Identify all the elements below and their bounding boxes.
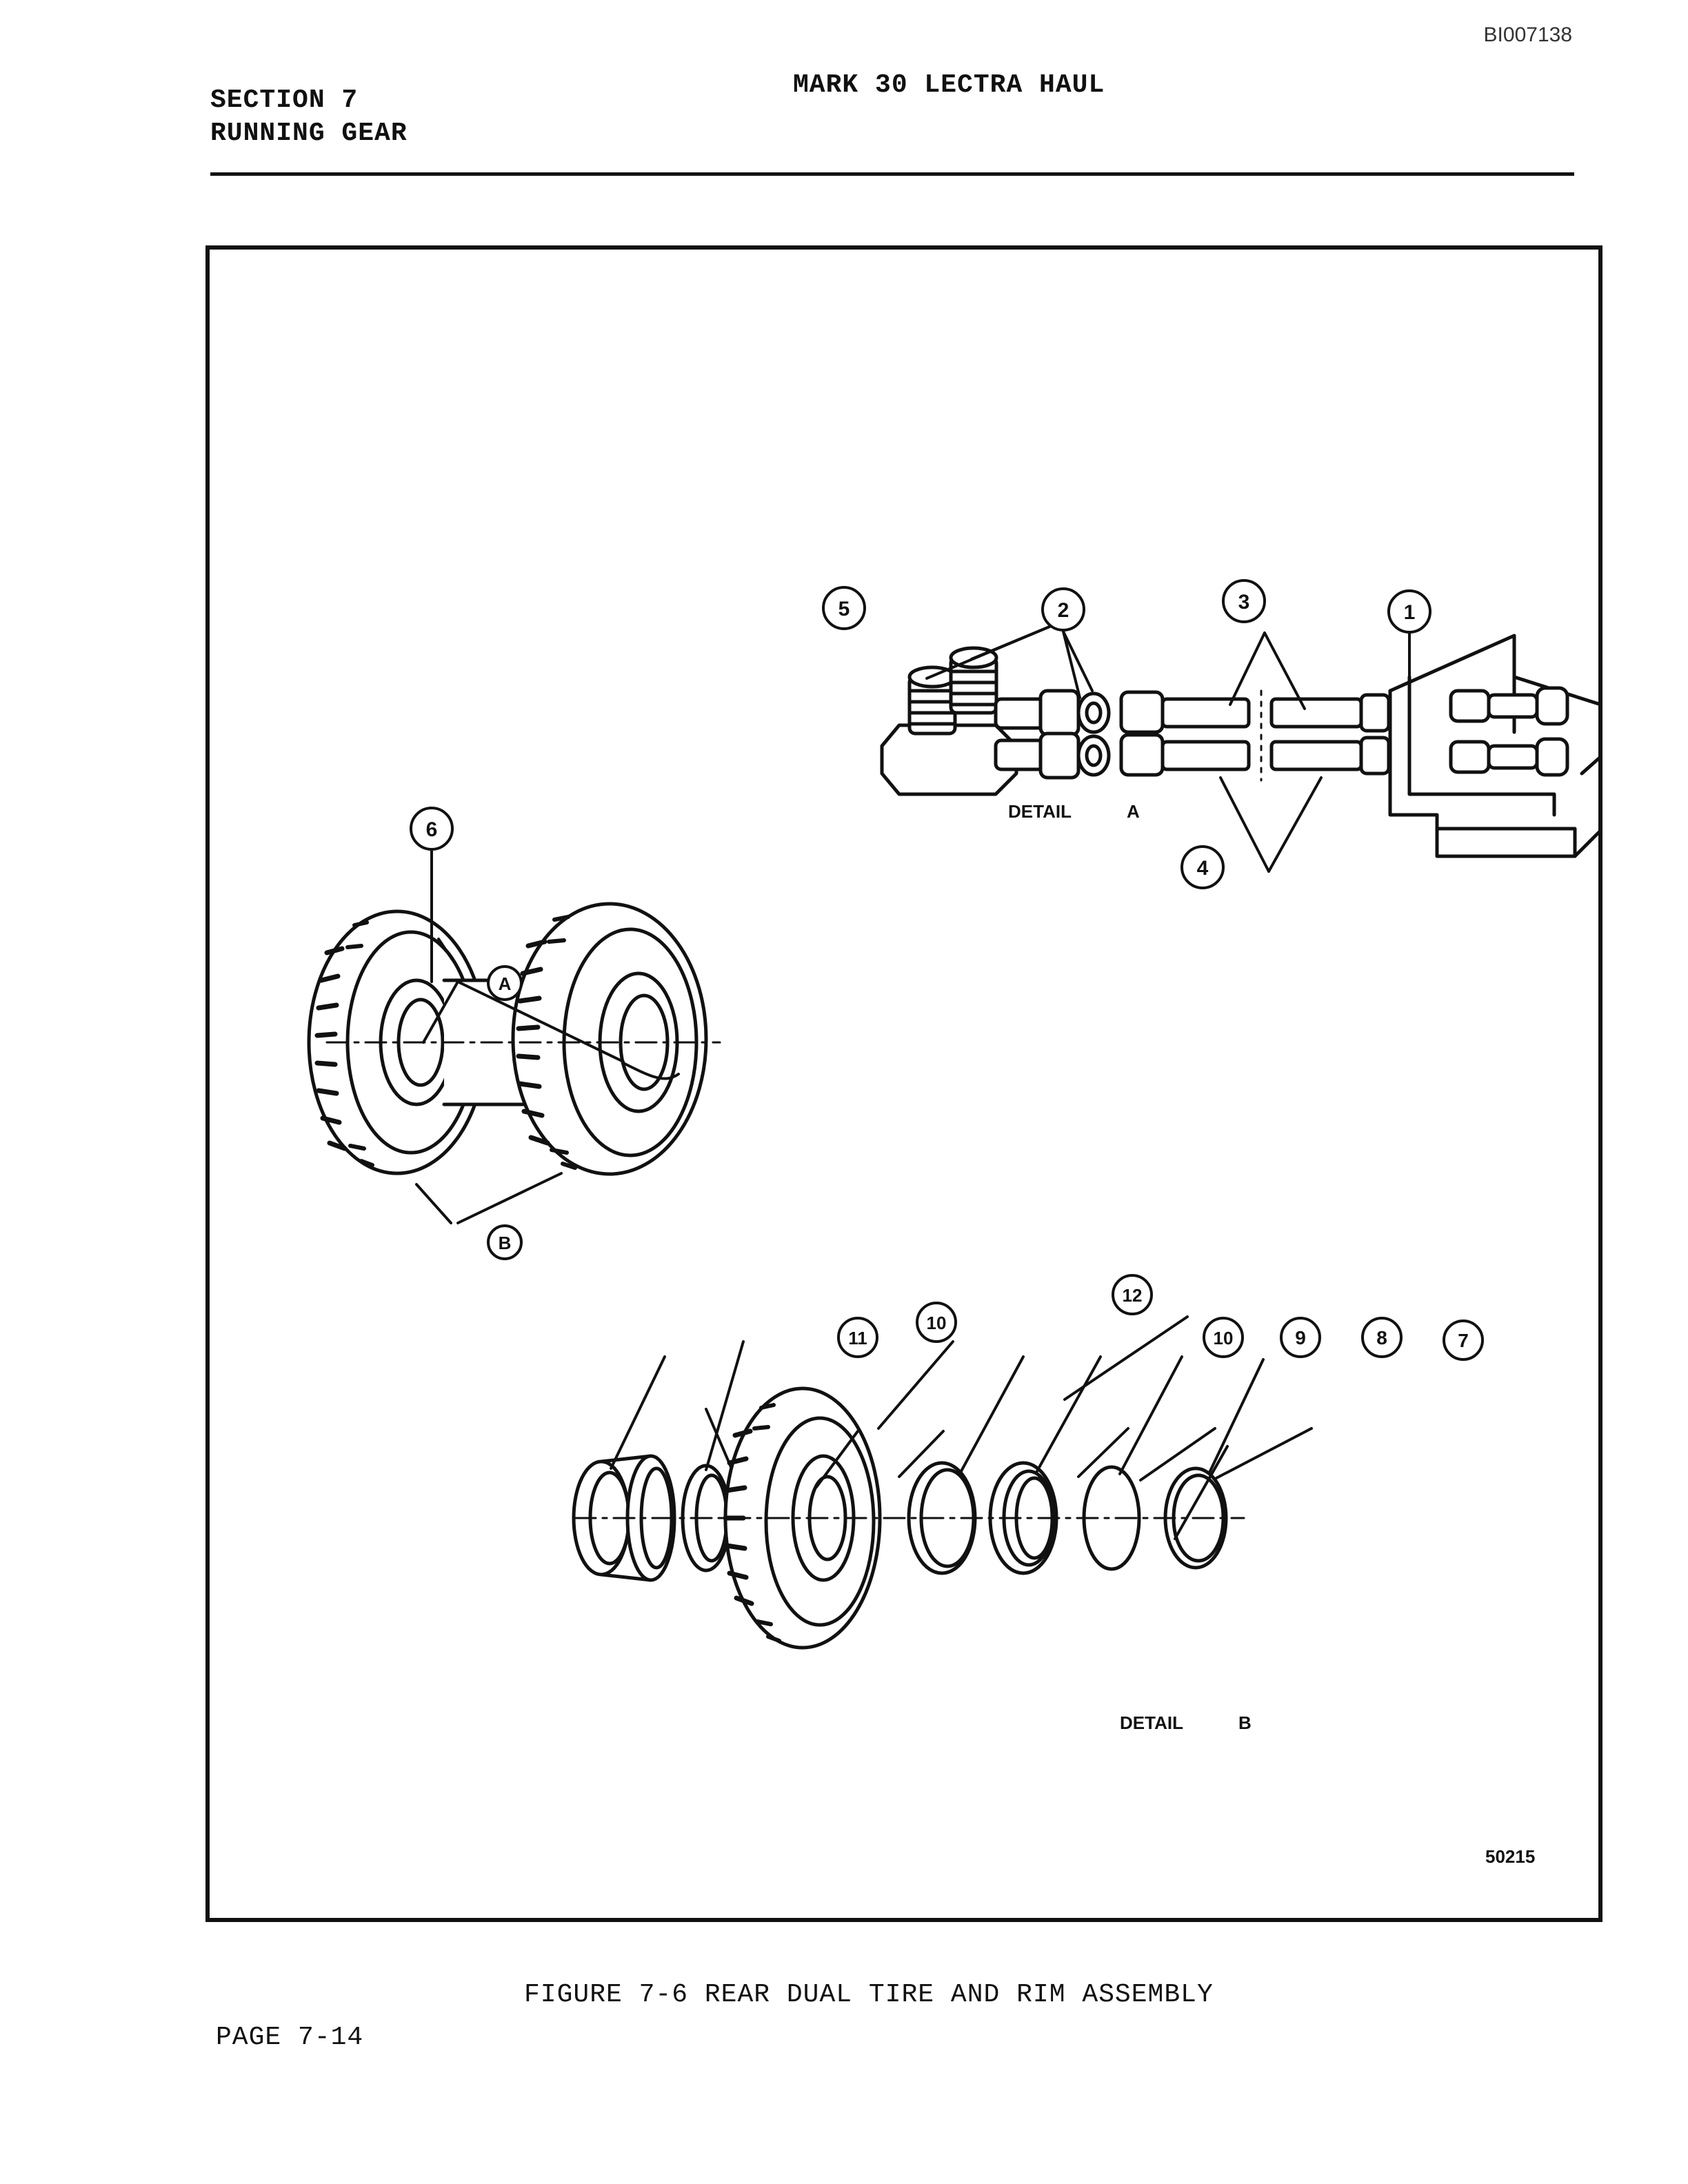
detail-b-letter: B [1238,1712,1252,1733]
svg-text:6: 6 [426,818,438,841]
svg-text:7: 7 [1458,1330,1469,1351]
section-title: RUNNING GEAR [210,119,408,148]
callout-5: 5 [822,586,866,630]
callout-7: 7 [1443,1320,1484,1361]
svg-text:A: A [499,973,512,994]
callout-11: 11 [837,1317,878,1358]
figure-frame: DETAIL A [205,245,1602,1922]
dual-tire-leaders [415,847,625,1224]
svg-text:3: 3 [1238,591,1250,614]
callout-6: 6 [410,807,454,851]
svg-text:11: 11 [848,1328,867,1348]
callout-10-right: 10 [1203,1317,1244,1358]
svg-text:5: 5 [838,598,850,620]
section-number: SECTION 7 [210,85,359,115]
detail-b-bubble-leaders [610,1340,1265,1475]
svg-text:2: 2 [1058,599,1069,622]
bracket-drawing [1388,634,1598,858]
svg-text:10: 10 [1214,1328,1234,1348]
detail-b-drawing: DETAIL B [572,1315,1313,1733]
callout-2: 2 [1041,587,1085,631]
section-header: SECTION 7 RUNNING GEAR [210,84,408,150]
callout-12: 12 [1112,1274,1153,1315]
hose-assemblies-drawing [1119,689,1391,782]
dual-tire-drawing [307,847,721,1224]
header-rule [210,172,1574,176]
elbow-fittings-drawing [880,646,1081,796]
outer-tire-drawing [511,902,708,1176]
parts-illustration: DETAIL A [307,579,1598,1867]
svg-text:10: 10 [927,1313,947,1333]
svg-text:12: 12 [1123,1285,1143,1306]
callout-8: 8 [1361,1317,1403,1358]
washers-drawing [1076,691,1111,777]
svg-text:1: 1 [1404,601,1416,624]
callout-a: A [487,965,523,1001]
svg-text:B: B [499,1233,512,1253]
svg-text:4: 4 [1197,857,1209,880]
svg-text:8: 8 [1376,1327,1387,1348]
callout-4: 4 [1180,845,1225,889]
rim-half-outer-drawing [572,1454,676,1582]
callout-3: 3 [1222,579,1266,623]
detail-a-label: DETAIL [1008,801,1072,822]
drawing-number: 50215 [1485,1846,1535,1867]
figure-caption: FIGURE 7-6 REAR DUAL TIRE AND RIM ASSEMB… [524,1980,1214,2010]
detail-a-drawing: DETAIL A [880,622,1598,873]
detail-b-label: DETAIL [1120,1712,1183,1733]
callout-10-left: 10 [916,1302,957,1343]
svg-text:9: 9 [1295,1327,1306,1348]
callout-b: B [487,1224,523,1260]
page-number: PAGE 7-14 [216,2023,364,2052]
detail-a-letter: A [1127,801,1140,822]
detail-a-leaders [925,622,1411,873]
callout-1: 1 [1387,589,1431,634]
callout-bubbles: 1 2 3 4 5 6 A [410,579,1484,1361]
manual-title: MARK 30 LECTRA HAUL [793,70,1105,100]
callout-9: 9 [1280,1317,1321,1358]
document-id: BI007138 [1483,23,1572,46]
